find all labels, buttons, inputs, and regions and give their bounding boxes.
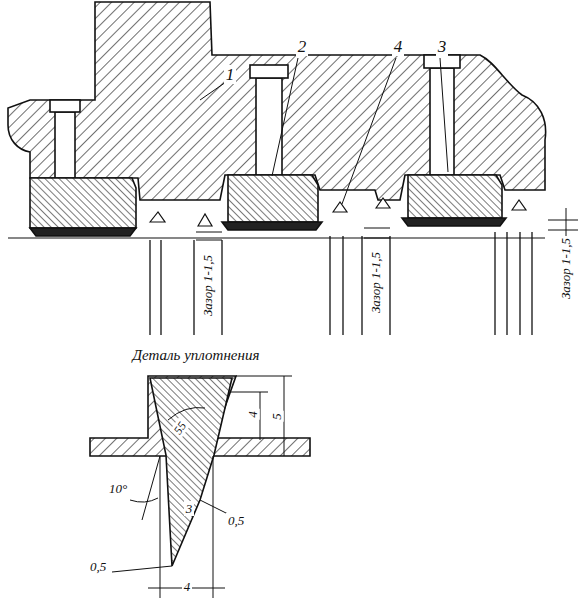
seal-ring bbox=[30, 178, 136, 228]
dimension: 3 bbox=[184, 501, 195, 516]
leader-lines bbox=[200, 58, 448, 204]
dimension: 10° bbox=[107, 481, 129, 496]
dimension: 4 bbox=[245, 409, 260, 420]
dimension: 4 bbox=[182, 579, 193, 594]
rotor-discs bbox=[150, 232, 532, 335]
callout-number: 2 bbox=[296, 37, 309, 56]
gap-dimension: Зазор 1-1,5 bbox=[200, 252, 215, 317]
dimension: 0,5 bbox=[88, 559, 108, 574]
seal-ring bbox=[408, 175, 502, 218]
seal-ring bbox=[228, 175, 318, 222]
seal-fins bbox=[150, 198, 526, 226]
detail-title: Деталь уплотнения bbox=[131, 347, 262, 364]
seal-detail bbox=[90, 376, 310, 598]
gap-dimension: Зазор 1-1,5 bbox=[558, 235, 573, 300]
callout-number: 3 bbox=[436, 37, 449, 56]
housing bbox=[8, 2, 546, 200]
callout-number: 1 bbox=[224, 65, 237, 84]
bolt-holes bbox=[50, 55, 460, 178]
gap-dimension: Зазор 1-1,5 bbox=[368, 249, 383, 314]
dimension: 5 bbox=[269, 411, 284, 422]
packing-strip bbox=[30, 218, 506, 236]
gap-dimension bbox=[196, 208, 578, 240]
dimension: 0,5 bbox=[226, 513, 246, 528]
callout-number: 4 bbox=[392, 37, 405, 56]
